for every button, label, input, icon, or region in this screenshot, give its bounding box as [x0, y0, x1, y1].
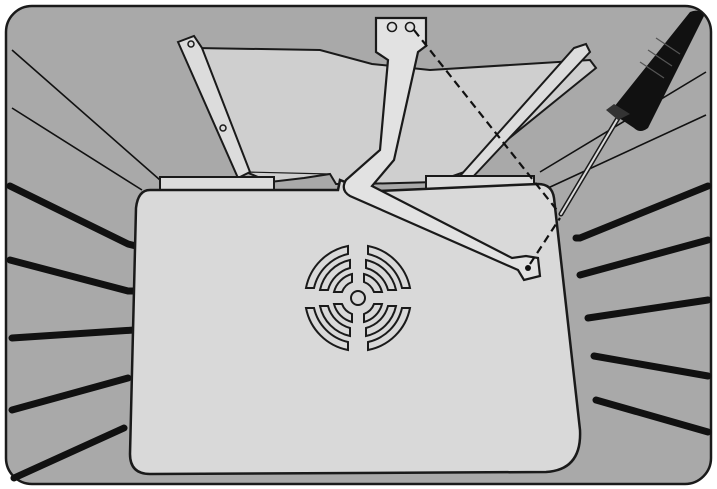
rear-panel — [130, 180, 580, 474]
